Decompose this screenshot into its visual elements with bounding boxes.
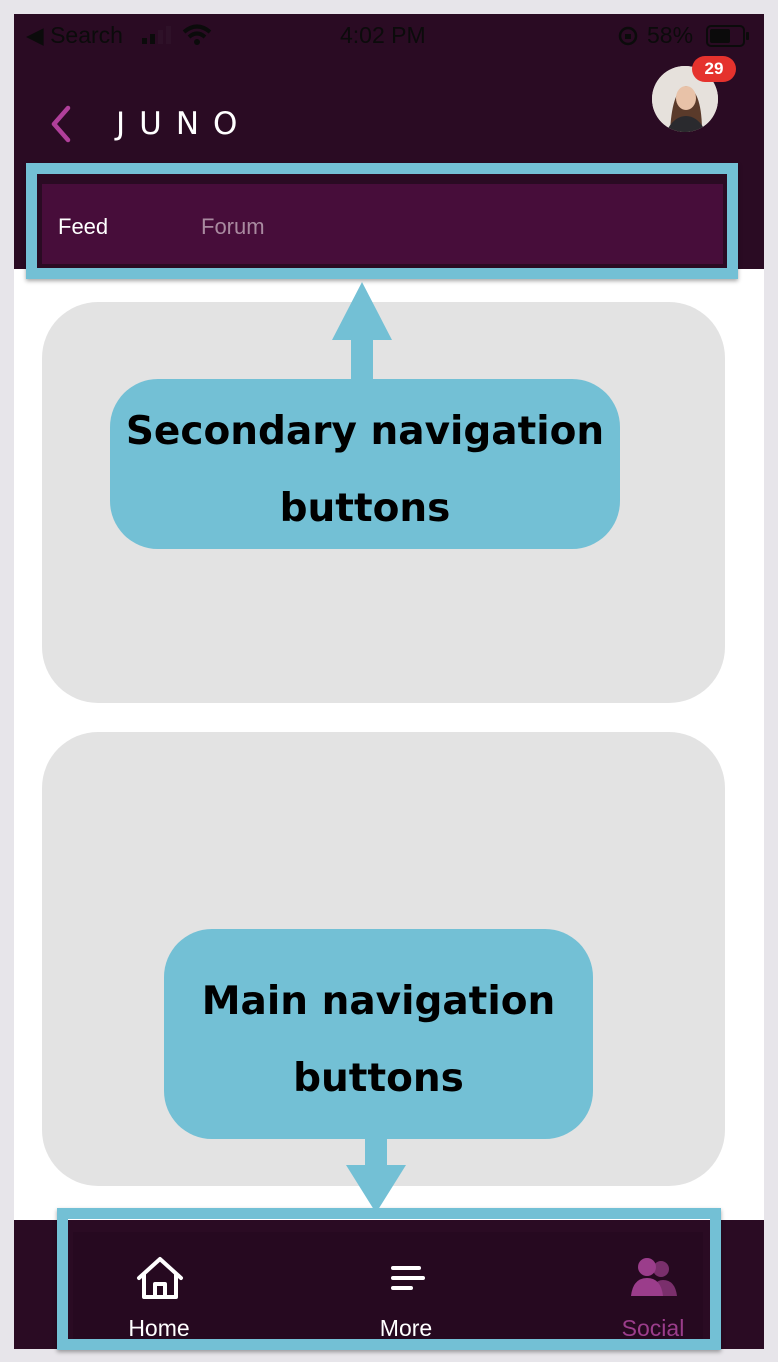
nav-home[interactable]: Home — [69, 1232, 249, 1347]
juno-logo: JUNO — [116, 106, 252, 142]
secondary-nav-highlight — [26, 163, 738, 279]
nav-more[interactable]: More — [316, 1232, 496, 1347]
wifi-icon — [182, 24, 212, 45]
menu-icon — [391, 1266, 425, 1290]
rotation-lock-icon — [618, 26, 638, 46]
app-header: JUNO — [14, 56, 764, 174]
signal-icon — [142, 26, 171, 44]
notification-badge: 29 — [692, 56, 736, 82]
callout-text: Main navigation — [201, 979, 556, 1024]
tab-feed[interactable]: Feed — [58, 214, 109, 239]
arrow-up-icon — [332, 282, 392, 382]
main-nav-highlight — [57, 1208, 721, 1350]
nav-home-label: Home — [128, 1315, 190, 1341]
status-bar: ◀ Search 4:02 PM 58% — [14, 14, 764, 56]
people-icon — [631, 1258, 677, 1296]
avatar-photo — [652, 66, 718, 132]
nav-more-label: More — [379, 1315, 433, 1341]
callout-text: buttons — [279, 486, 451, 531]
main-nav-callout: Main navigation buttons — [164, 929, 593, 1139]
status-time: 4:02 PM — [340, 22, 426, 48]
bottom-nav-bar: Home More Social — [73, 1232, 703, 1347]
battery-icon — [706, 25, 749, 47]
status-back-search[interactable]: ◀ Search — [26, 22, 123, 48]
bottom-nav: Home More Social — [14, 1220, 764, 1349]
back-chevron-icon[interactable] — [48, 104, 74, 144]
nav-social-label: Social — [621, 1315, 685, 1341]
nav-social[interactable]: Social — [563, 1232, 743, 1347]
battery-percent: 58% — [647, 22, 694, 48]
secondary-nav-bar: Feed Forum — [42, 184, 723, 264]
arrow-down-icon — [346, 1137, 406, 1213]
home-icon — [137, 1257, 183, 1299]
secondary-nav: Feed Forum — [14, 174, 764, 269]
secondary-nav-callout: Secondary navigation buttons — [110, 379, 620, 549]
callout-text: Secondary navigation — [125, 409, 605, 454]
callout-text: buttons — [293, 1056, 464, 1101]
tab-forum[interactable]: Forum — [201, 214, 265, 239]
